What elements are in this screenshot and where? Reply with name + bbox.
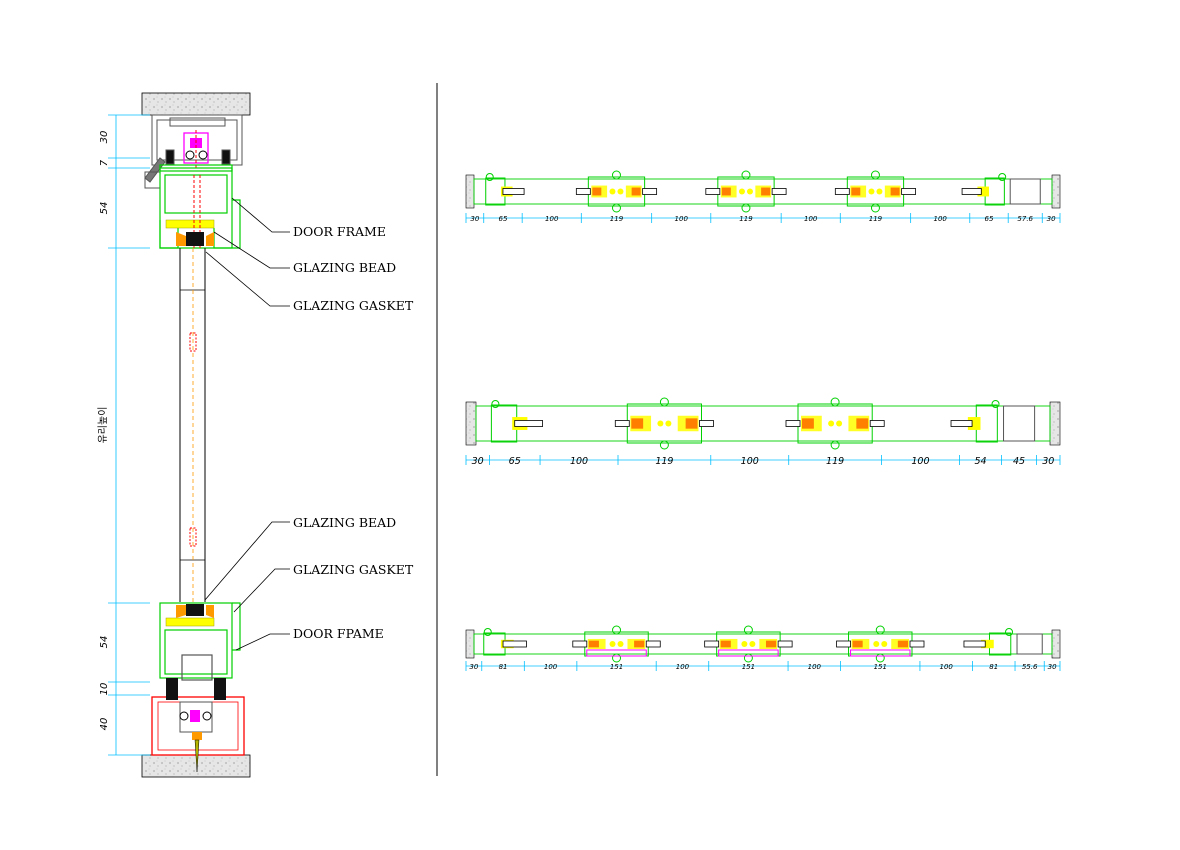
profile-cluster [704,625,793,663]
glass-pane [179,248,206,602]
callout-door-frame-bottom: DOOR FPAME [293,626,384,641]
bottom-glazing-gasket-right [206,605,214,618]
top-glazing-gasket-right [206,232,214,246]
callout-glazing-gasket-top: GLAZING GASKET [293,298,414,313]
left-jamb-profile [483,628,527,656]
plan-dimension-label: 30 [472,456,484,467]
plan-view-2: 30 65 100 119 100 119 100 54 45 30 [465,397,1061,467]
vertical-section: 30 7 54 유리높이 54 10 40 DOOR FRAME GLAZING… [97,92,414,778]
plan-dimension-label: 100 [808,663,822,671]
plan-dimension-label: 100 [570,456,588,467]
profile-cluster [785,397,885,450]
profile-cluster [614,397,714,450]
plan-dimension-label: 65 [985,215,994,223]
plan-dimension-label: 100 [675,215,689,223]
glass-height-label: 유리높이 [97,407,109,444]
right-wall [1051,629,1061,659]
bottom-track [151,678,245,773]
plan-dimension-label: 151 [610,663,623,671]
frame-outline [473,178,1053,205]
plan-view-1: 30 65 100 119 100 119 100 119 100 65 57.6 30 [465,170,1061,223]
dim-bottom-54: 54 [99,636,110,649]
wall-frame-profile [1009,178,1041,205]
left-jamb-profile [490,400,543,443]
plan-dimension-label: 100 [676,663,690,671]
dim-top-7: 7 [99,159,110,166]
right-jamb-profile [961,173,1007,206]
plan-dimension-label: 100 [544,663,558,671]
plan-dimension-label: 151 [874,663,887,671]
frame-outline [473,633,1053,655]
plan-dimension-label: 100 [911,456,929,467]
leaders-bottom [204,521,290,651]
plan-dimension-label: 100 [934,215,948,223]
right-wall [1049,401,1061,446]
profile-cluster [575,170,658,213]
profile-cluster [572,625,661,663]
plan-view-3: 30 81 100 151 100 151 100 151 100 81 55.6 30 [465,625,1061,671]
callout-glazing-bead-bottom: GLAZING BEAD [293,515,396,530]
plan-dimension-label: 81 [499,663,508,671]
plan-dimension-label: 100 [940,663,954,671]
dim-bottom-10: 10 [99,683,110,696]
wall-frame-profile [1003,405,1036,442]
plan-dimension-label: 57.6 [1017,215,1033,223]
plan-dimension-label: 65 [498,215,507,223]
vertical-dimension-chain [108,114,150,756]
plan-dimension-label: 119 [826,456,844,467]
top-roller [183,130,209,170]
callout-glazing-gasket-bottom: GLAZING GASKET [293,562,414,577]
profile-cluster [705,170,787,213]
right-jamb-profile [963,628,1014,656]
plan-dimension-label: 30 [469,663,478,671]
top-glazing-bead [165,219,215,229]
callout-glazing-bead-top: GLAZING BEAD [293,260,396,275]
bottom-glazing-bead [165,617,215,627]
plan-dimension-label: 81 [989,663,998,671]
top-concrete-slab [141,92,251,116]
plan-dimension-label: 151 [742,663,755,671]
profile-cluster [834,170,917,213]
dim-bottom-40: 40 [99,718,110,731]
leaders-top [205,197,290,307]
plan-dimension-label: 55.6 [1022,663,1038,671]
plan-dimension-label: 119 [655,456,673,467]
plan-dimension-label: 100 [804,215,818,223]
plan-dimension-label: 45 [1013,456,1025,467]
plan-dimension-label: 119 [610,215,624,223]
profile-cluster [836,625,925,663]
dim-top-30: 30 [99,131,110,144]
plan-dimension-label: 54 [974,456,986,467]
bottom-glazing-gasket-left [176,605,186,618]
plan-dimension-label: 30 [1047,215,1056,223]
plan-dimension-label: 100 [741,456,759,467]
callout-door-frame-top: DOOR FRAME [293,224,386,239]
left-wall [465,629,475,659]
left-wall [465,174,475,209]
plan-dimension-label: 119 [869,215,883,223]
plan-dimension-label: 30 [470,215,479,223]
dim-top-54: 54 [99,202,110,215]
top-glazing-gasket-left [176,232,186,246]
plan-dimension-label: 119 [739,215,753,223]
plan-dimension-label: 65 [509,456,521,467]
wall-frame-profile [1016,633,1043,655]
plan-views: 30 65 100 119 100 119 100 119 100 65 57.6 30 30 65 100… [465,170,1061,671]
plan-dimension-label: 30 [1042,456,1054,467]
frame-outline [475,405,1051,442]
plan-dimension-label: 100 [545,215,559,223]
right-wall [1051,174,1061,209]
right-jamb-profile [950,400,1000,443]
plan-dimension-label: 30 [1048,663,1057,671]
top-rail [144,114,243,189]
left-wall [465,401,477,446]
left-jamb-profile [485,173,525,206]
